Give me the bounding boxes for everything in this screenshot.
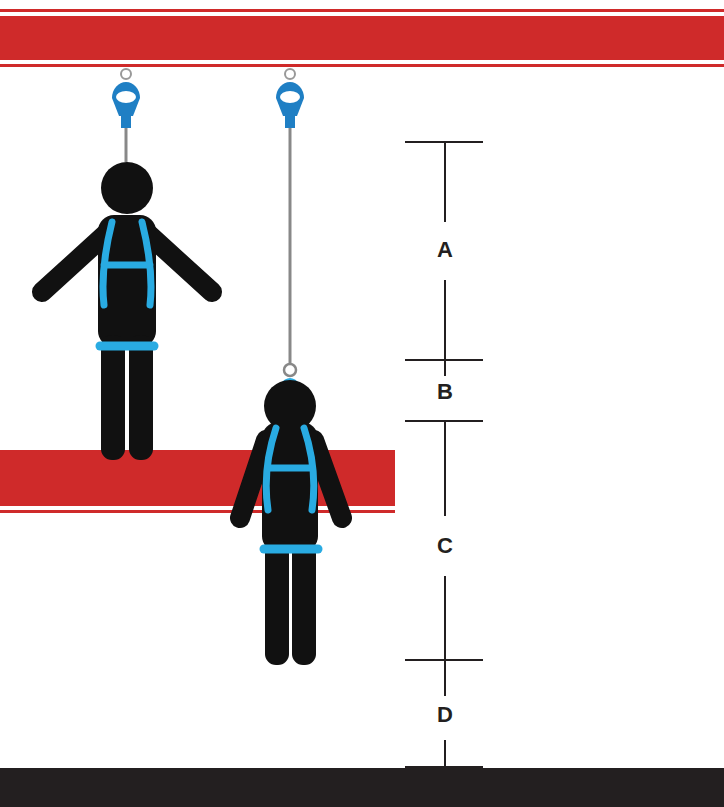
anchor-beam (0, 16, 724, 60)
dimension-label: C (434, 533, 456, 559)
beam-line (0, 64, 724, 67)
self-retracting-lifeline (112, 69, 140, 162)
beam-line (0, 9, 724, 12)
self-retracting-lifeline (276, 69, 304, 376)
worker-standing (42, 162, 212, 460)
dimension-label: B (434, 379, 456, 405)
dimension-label: D (434, 702, 456, 728)
worker-arrested (240, 378, 342, 665)
dimension-label: A (434, 237, 456, 263)
dimension-line (405, 142, 483, 767)
ground (0, 768, 724, 807)
